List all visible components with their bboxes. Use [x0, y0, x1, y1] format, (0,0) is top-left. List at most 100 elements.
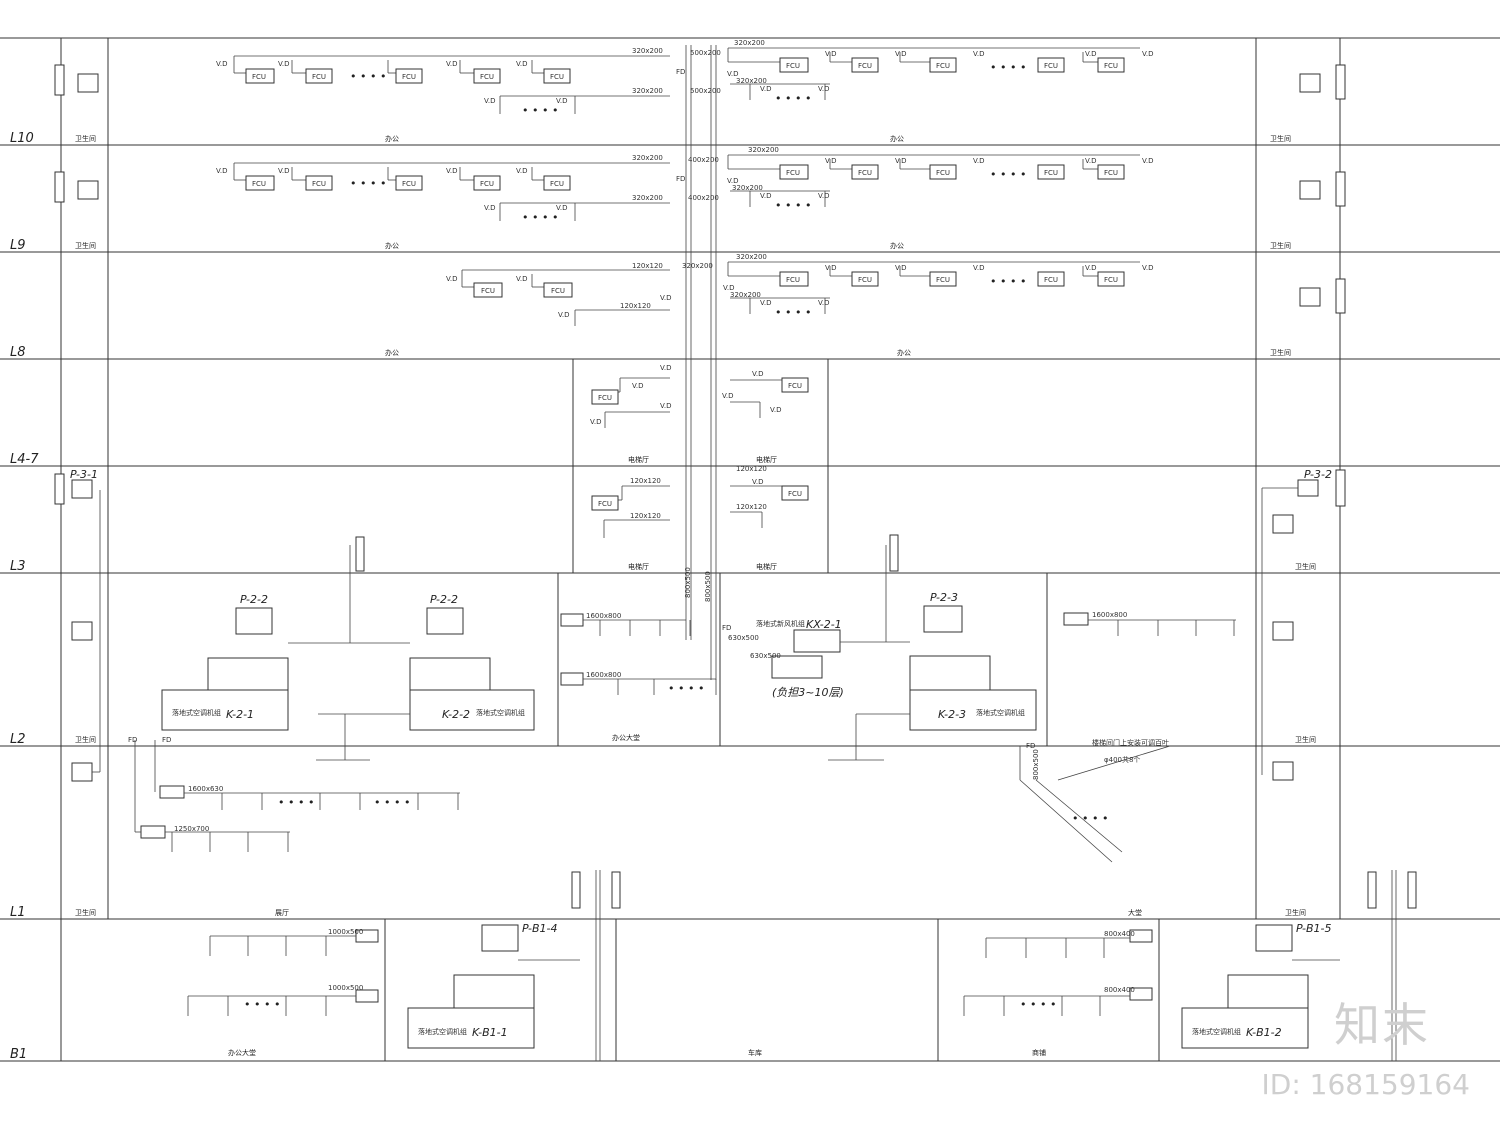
- fcu-box: [473, 282, 503, 298]
- vd-label: V.D: [1085, 50, 1097, 58]
- vd-label: V.D: [727, 177, 739, 185]
- fcu-box: [591, 495, 619, 511]
- fd-label: FD: [676, 68, 685, 76]
- fcu-label: FCU: [858, 169, 872, 177]
- fan-icon: [771, 655, 823, 679]
- room-label-toilet: 卫生间: [1270, 241, 1291, 250]
- fcu-box: [781, 377, 809, 393]
- room-label-elevator-hall: 电梯厅: [756, 455, 777, 464]
- duct-size-label: 1250x700: [174, 825, 209, 833]
- watermark-logo: 知末: [1334, 998, 1430, 1052]
- vd-label: V.D: [558, 311, 570, 319]
- vd-label: V.D: [727, 70, 739, 78]
- fan-icon: [77, 180, 99, 200]
- vd-label: V.D: [818, 192, 830, 200]
- duct-size-label: 320x200: [632, 154, 663, 162]
- fcu-label: FCU: [1104, 62, 1118, 70]
- room-label-elevator-hall: 电梯厅: [756, 562, 777, 571]
- duct-size-label: 320x200: [734, 39, 765, 47]
- vd-label: V.D: [818, 85, 830, 93]
- duct-size-label: 1600x800: [586, 671, 621, 679]
- floor-label-l4-7: L4-7: [10, 452, 39, 467]
- fcu-label: FCU: [936, 62, 950, 70]
- diffuser-box: [1129, 929, 1153, 943]
- unit-description: 落地式空调机组: [418, 1027, 467, 1036]
- fcu-box: [929, 57, 957, 73]
- floor-label-l9: L9: [10, 238, 26, 253]
- vd-label: V.D: [556, 97, 568, 105]
- fcu-box: [395, 175, 423, 191]
- fcu-label: FCU: [252, 180, 266, 188]
- vd-label: V.D: [216, 167, 228, 175]
- unit-description: 落地式空调机组: [976, 708, 1025, 717]
- floor-label-l2: L2: [10, 732, 26, 747]
- floor-label-l10: L10: [10, 131, 34, 146]
- fcu-box: [543, 175, 571, 191]
- floor-l10-ducts: FCU FCU FCU FCU FCU V.D V.D V.D V.D • • …: [216, 39, 1154, 117]
- fcu-label: FCU: [936, 276, 950, 284]
- vd-label: V.D: [825, 50, 837, 58]
- room-label-elevator-hall: 电梯厅: [628, 455, 649, 464]
- fcu-label: FCU: [786, 276, 800, 284]
- ahu-k-2-3-upper: [909, 655, 991, 691]
- continuation-dots: • • • •: [990, 61, 1026, 74]
- vd-label: V.D: [446, 167, 458, 175]
- fan-icon: [426, 607, 464, 635]
- room-label-toilet: 卫生间: [1295, 562, 1316, 571]
- ahu-k-2-2-upper: [409, 657, 491, 691]
- ahu-k-b1-2-upper: [1227, 974, 1309, 1009]
- fcu-box: [1037, 271, 1065, 287]
- fd-label: FD: [722, 624, 731, 632]
- continuation-dots: • • • •: [278, 796, 314, 809]
- vd-label: V.D: [722, 392, 734, 400]
- fcu-label: FCU: [480, 73, 494, 81]
- continuation-dots: • • • •: [522, 211, 558, 224]
- room-label-elevator-hall: 电梯厅: [628, 562, 649, 571]
- fcu-label: FCU: [252, 73, 266, 81]
- unit-description: 落地式空调机组: [1192, 1027, 1241, 1036]
- fcu-box: [929, 271, 957, 287]
- wall-louver-icon: [1335, 469, 1346, 507]
- vd-label: V.D: [1085, 264, 1097, 272]
- fan-icon: [923, 605, 963, 633]
- fcu-box: [473, 68, 501, 84]
- vd-label: V.D: [590, 418, 602, 426]
- floor-l4-7-ducts: FCU V.D V.D V.D V.D FCU V.D V.D V.D: [590, 364, 809, 428]
- floor-l3-ducts: FCU 120x120 120x120 FCU V.D 120x120 120x…: [591, 465, 809, 602]
- vd-label: V.D: [556, 204, 568, 212]
- unit-tag: P-3-1: [70, 468, 98, 481]
- room-label-office: 办公: [385, 348, 399, 357]
- wall-louver-icon: [889, 534, 899, 572]
- room-label-toilet: 卫生间: [1285, 908, 1306, 917]
- fan-icon: [71, 762, 93, 782]
- unit-tag: K-B1-2: [1246, 1026, 1282, 1039]
- vd-label: V.D: [760, 299, 772, 307]
- duct-size-label: 120x120: [632, 262, 663, 270]
- fcu-box: [395, 68, 423, 84]
- vd-label: V.D: [660, 402, 672, 410]
- vd-label: V.D: [1142, 157, 1154, 165]
- vd-label: V.D: [278, 167, 290, 175]
- room-label-garage: 车库: [748, 1048, 762, 1057]
- continuation-dots: • • • •: [1072, 812, 1108, 825]
- ahu-k-2-1-upper: [207, 657, 289, 691]
- room-label-toilet: 卫生间: [75, 241, 96, 250]
- room-label-toilet: 卫生间: [75, 908, 96, 917]
- fcu-label: FCU: [1104, 276, 1118, 284]
- duct-size-label: 800x400: [1104, 986, 1135, 994]
- vd-label: V.D: [973, 50, 985, 58]
- unit-description: 落地式新风机组: [756, 619, 805, 628]
- floor-label-l1: L1: [10, 905, 26, 920]
- fan-icon: [1255, 924, 1293, 952]
- vd-label: V.D: [516, 275, 528, 283]
- fcu-label: FCU: [786, 169, 800, 177]
- duct-size-label: 500x200: [690, 49, 721, 57]
- vd-label: V.D: [973, 264, 985, 272]
- fcu-label: FCU: [858, 62, 872, 70]
- fd-label: FD: [676, 175, 685, 183]
- fd-label: FD: [128, 736, 137, 744]
- continuation-dots: • • • •: [350, 177, 386, 190]
- duct-size-label: 1600x630: [188, 785, 223, 793]
- fcu-box: [1097, 271, 1125, 287]
- watermark-id: ID: 168159164: [1261, 1068, 1470, 1101]
